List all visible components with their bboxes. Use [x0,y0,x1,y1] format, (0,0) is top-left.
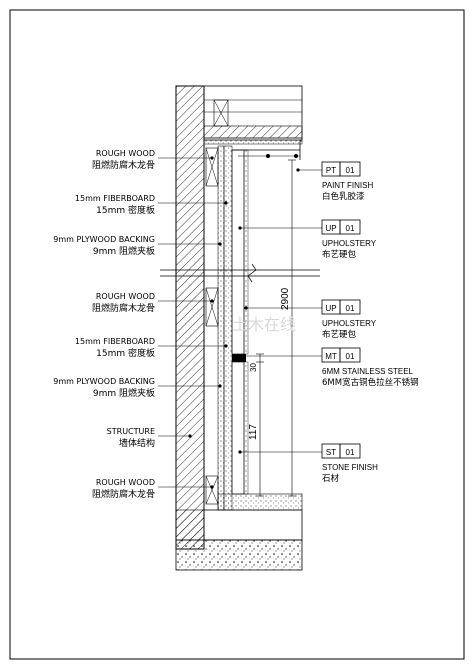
tag-num-box [339,219,361,235]
left-label-en: ROUGH WOOD [96,478,155,487]
rough-wood-battens [205,147,219,505]
tag-code: UP [325,304,336,313]
leader-dot [296,168,300,172]
stone-panel [231,361,249,495]
dim-30: 30 [249,363,258,372]
left-label-en: 15mm FIBERBOARD [75,194,155,203]
tag-en: UPHOLSTERY [322,319,377,328]
tag-number: 01 [346,448,355,457]
dim-2900: 2900 [280,287,291,310]
left-label-en: ROUGH WOOD [96,149,155,158]
leader-dot [224,201,228,205]
leader-dot [224,344,228,348]
leader-dot [210,156,214,160]
upholstery-panel [231,140,301,355]
tag-cn: 6MM宽古铜色拉丝不锈钢 [322,377,419,388]
leader-dot [244,306,248,310]
left-label-en: STRUCTURE [107,427,155,436]
tag-cn: 布艺硬包 [322,329,357,340]
left-label-en: 9mm PLYWOOD BACKING [53,235,155,244]
leader-dot [210,485,214,489]
left-label-cn: 阻燃防腐木龙骨 [92,159,155,171]
drawing-frame [9,9,465,660]
left-label-en: ROUGH WOOD [96,292,155,301]
tag-code: PT [326,166,336,175]
tag-en: UPHOLSTERY [322,239,377,248]
tag-cn: 布艺硬包 [322,249,357,260]
tag-en: STONE FINISH [322,463,378,472]
leader-dot [238,450,242,454]
left-label-cn: 墙体结构 [119,437,155,449]
dimension-lines [256,159,296,497]
board-layers [217,145,233,511]
tag-num-box [339,443,361,459]
left-label-cn: 15mm 密度板 [96,347,155,359]
leader-dot [238,226,242,230]
leader-dot [218,384,222,388]
left-label-cn: 9mm 阻燃夹板 [93,387,155,399]
tag-number: 01 [346,304,355,313]
break-line [160,263,320,283]
tag-en: PAINT FINISH [322,181,373,190]
stainless-steel-strip [232,354,246,362]
structure-wall [175,85,205,550]
tag-num-box [339,161,361,177]
leader-dot [242,354,246,358]
floor-structure [175,493,303,571]
tag-code: MT [325,352,337,361]
tag-num-box [339,347,361,363]
tag-en: 6MM STAINLESS STEEL [322,367,414,376]
leader-dot [218,242,222,246]
leader-dot [188,434,192,438]
left-label-en: 15mm FIBERBOARD [75,337,155,346]
tag-code: UP [325,224,336,233]
left-label-cn: 阻燃防腐木龙骨 [92,302,155,314]
left-label-cn: 阻燃防腐木龙骨 [92,488,155,500]
left-label-en: 9mm PLYWOOD BACKING [53,377,155,386]
ceiling-structure [203,85,303,145]
watermark: 土木在线 [232,315,296,334]
left-label-cn: 9mm 阻燃夹板 [93,245,155,257]
leader-dot [210,299,214,303]
left-label-cn: 15mm 密度板 [96,204,155,216]
tag-num-box [339,299,361,315]
tag-number: 01 [346,166,355,175]
tag-number: 01 [346,224,355,233]
tag-cn: 白色乳胶漆 [322,191,365,202]
dim-117: 117 [248,424,259,440]
tag-code: ST [326,448,336,457]
tag-cn: 石材 [322,473,340,484]
tag-number: 01 [346,352,355,361]
